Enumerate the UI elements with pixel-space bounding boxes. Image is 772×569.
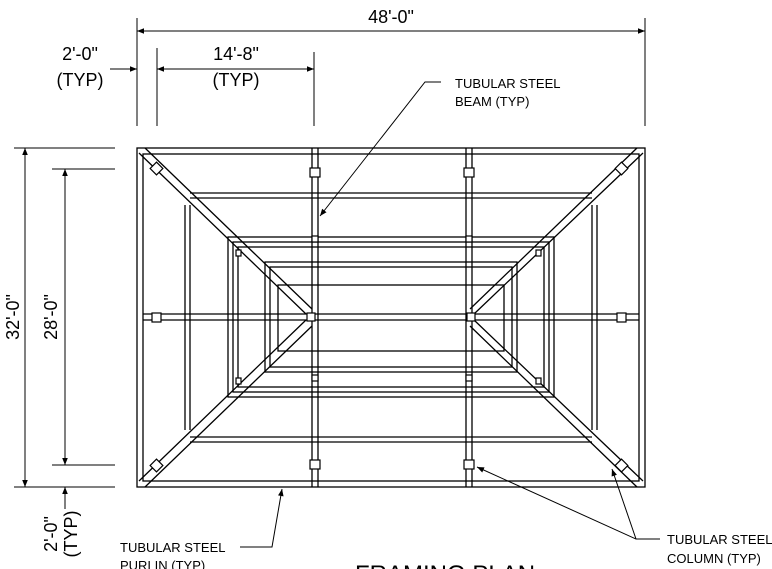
- dimension-lines: [14, 18, 646, 509]
- column-s2: [463, 459, 475, 470]
- column-ridge-w: [306, 312, 316, 322]
- post: [535, 249, 542, 257]
- column-n1: [309, 167, 321, 178]
- beam-callout-line2: BEAM (TYP): [455, 94, 529, 109]
- column-se: [614, 458, 629, 473]
- column-callout-line1: TUBULAR STEEL: [667, 532, 772, 547]
- cross-beams: [143, 313, 639, 321]
- column-ridge-e: [466, 312, 476, 322]
- post: [235, 249, 242, 257]
- dim-overhang-left-typ: (TYP): [57, 70, 104, 90]
- longitudinal-beams: [311, 148, 473, 487]
- post: [235, 377, 242, 385]
- plan-geometry: [136, 147, 646, 488]
- beam-leader: [319, 81, 441, 217]
- dim-overhang-bottom: 2'-0": [41, 516, 61, 552]
- column-w: [151, 312, 162, 323]
- purlin-leader: [240, 488, 284, 548]
- dim-bay-width-typ: (TYP): [213, 70, 260, 90]
- purlin-rings: [184, 192, 598, 443]
- column-callout-line2: COLUMN (TYP): [667, 551, 761, 566]
- column-leader-2: [611, 468, 637, 540]
- roof-outline: [136, 147, 646, 488]
- columns: [149, 161, 629, 473]
- column-ne: [614, 161, 629, 176]
- purlin-callout-line2: PURLIN (TYP): [120, 558, 205, 569]
- ridge-beam: [306, 313, 476, 321]
- plan-title: FRAMING PLAN: [355, 561, 535, 569]
- dim-inner-depth: 28'-0": [41, 294, 61, 340]
- post: [311, 374, 319, 382]
- dim-overall-width: 48'-0": [368, 7, 414, 27]
- post: [311, 235, 319, 243]
- column-e: [616, 312, 627, 323]
- post: [535, 377, 542, 385]
- callout-leaders: [240, 81, 660, 548]
- hip-beams: [138, 147, 644, 488]
- column-s1: [309, 459, 321, 470]
- dim-bay-width: 14'-8": [213, 44, 259, 64]
- dim-overhang-bottom-typ: (TYP): [61, 511, 81, 558]
- purlin-callout-line1: TUBULAR STEEL: [120, 540, 225, 555]
- post: [465, 374, 473, 382]
- column-n2: [463, 167, 475, 178]
- dim-overhang-left: 2'-0": [62, 44, 98, 64]
- fascia-line: [142, 153, 640, 482]
- column-nw: [149, 161, 164, 176]
- post: [465, 235, 473, 243]
- dim-overall-depth: 32'-0": [3, 294, 23, 340]
- column-sw: [149, 458, 164, 473]
- beam-callout-line1: TUBULAR STEEL: [455, 76, 560, 91]
